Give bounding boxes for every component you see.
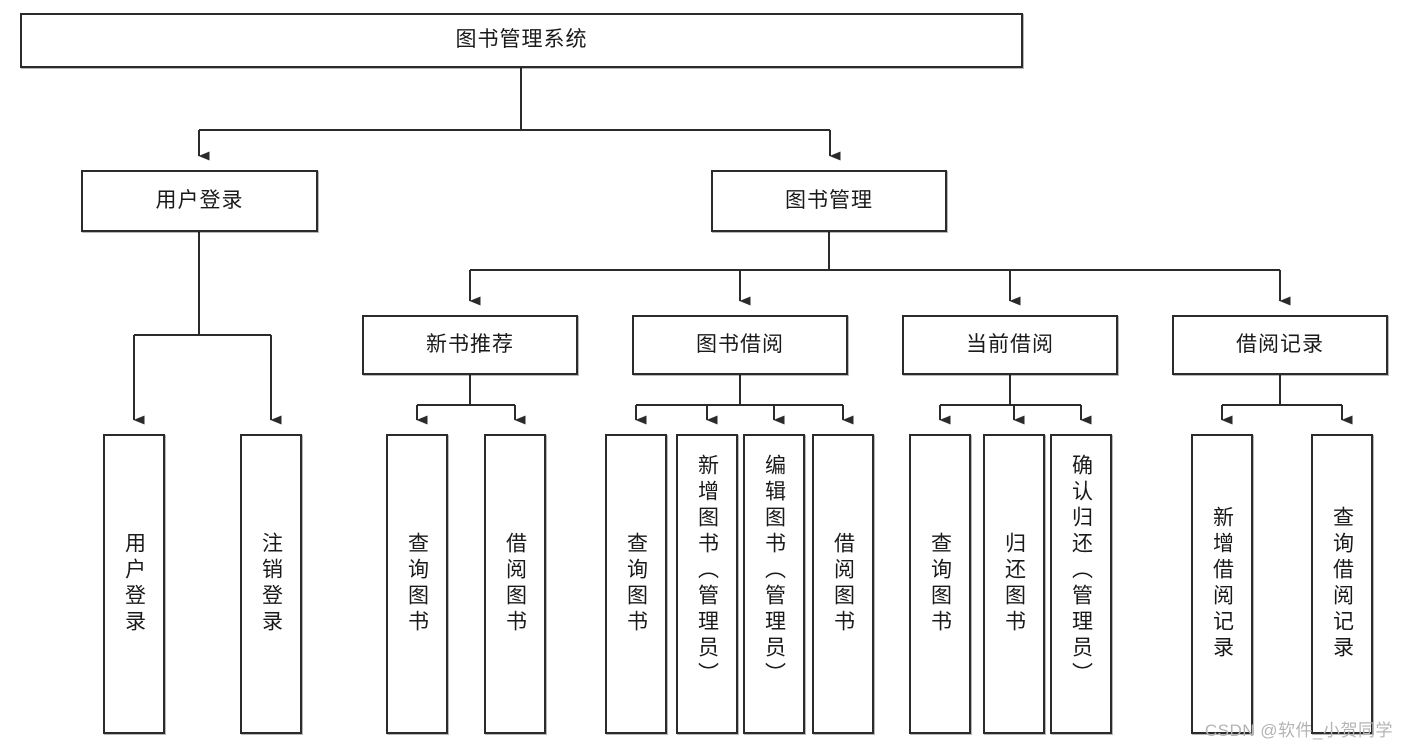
node-leaf-borrow-book-recommend[interactable]: 借阅图书	[484, 434, 546, 734]
node-label: 查询图书	[928, 532, 952, 636]
node-leaf-user-logout[interactable]: 注销登录	[240, 434, 302, 734]
node-label: 新增借阅记录	[1210, 506, 1234, 662]
node-leaf-query-book-current[interactable]: 查询图书	[909, 434, 971, 734]
node-label: 新书推荐	[426, 332, 514, 356]
node-label: 编辑图书（管理员）	[762, 454, 786, 688]
node-leaf-edit-book-admin[interactable]: 编辑图书（管理员）	[743, 434, 805, 734]
node-leaf-query-borrow-record[interactable]: 查询借阅记录	[1311, 434, 1373, 734]
node-leaf-user-login[interactable]: 用户登录	[103, 434, 165, 734]
node-leaf-return-book[interactable]: 归还图书	[983, 434, 1045, 734]
node-label: 查询借阅记录	[1330, 506, 1354, 662]
node-new-book-recommend[interactable]: 新书推荐	[362, 315, 578, 375]
node-label: 当前借阅	[966, 332, 1054, 356]
node-label: 用户登录	[122, 532, 146, 636]
node-borrow-records[interactable]: 借阅记录	[1172, 315, 1388, 375]
node-leaf-add-book-admin[interactable]: 新增图书（管理员）	[676, 434, 738, 734]
node-leaf-add-borrow-record[interactable]: 新增借阅记录	[1191, 434, 1253, 734]
node-leaf-borrow-book[interactable]: 借阅图书	[812, 434, 874, 734]
node-label: 图书管理系统	[455, 28, 588, 52]
node-user-login[interactable]: 用户登录	[81, 170, 318, 232]
node-label: 查询图书	[405, 532, 429, 636]
node-label: 图书借阅	[696, 332, 784, 356]
node-label: 借阅图书	[503, 532, 527, 636]
watermark-credit: CSDN @软件_小贺同学	[1204, 721, 1393, 740]
node-book-manage[interactable]: 图书管理	[711, 170, 947, 232]
node-book-borrow[interactable]: 图书借阅	[632, 315, 848, 375]
node-leaf-query-book-borrow[interactable]: 查询图书	[605, 434, 667, 734]
node-label: 注销登录	[259, 532, 283, 636]
node-current-borrow[interactable]: 当前借阅	[902, 315, 1118, 375]
node-label: 确认归还（管理员）	[1069, 454, 1093, 688]
node-label: 新增图书（管理员）	[695, 454, 719, 688]
node-label: 查询图书	[624, 532, 648, 636]
node-label: 用户登录	[155, 188, 244, 212]
node-label: 借阅记录	[1236, 332, 1324, 356]
node-label: 借阅图书	[831, 532, 855, 636]
node-root-system[interactable]: 图书管理系统	[20, 13, 1023, 68]
node-label: 归还图书	[1002, 532, 1026, 636]
node-label: 图书管理	[785, 188, 873, 212]
node-leaf-confirm-return-admin[interactable]: 确认归还（管理员）	[1050, 434, 1112, 734]
node-leaf-query-book-recommend[interactable]: 查询图书	[386, 434, 448, 734]
